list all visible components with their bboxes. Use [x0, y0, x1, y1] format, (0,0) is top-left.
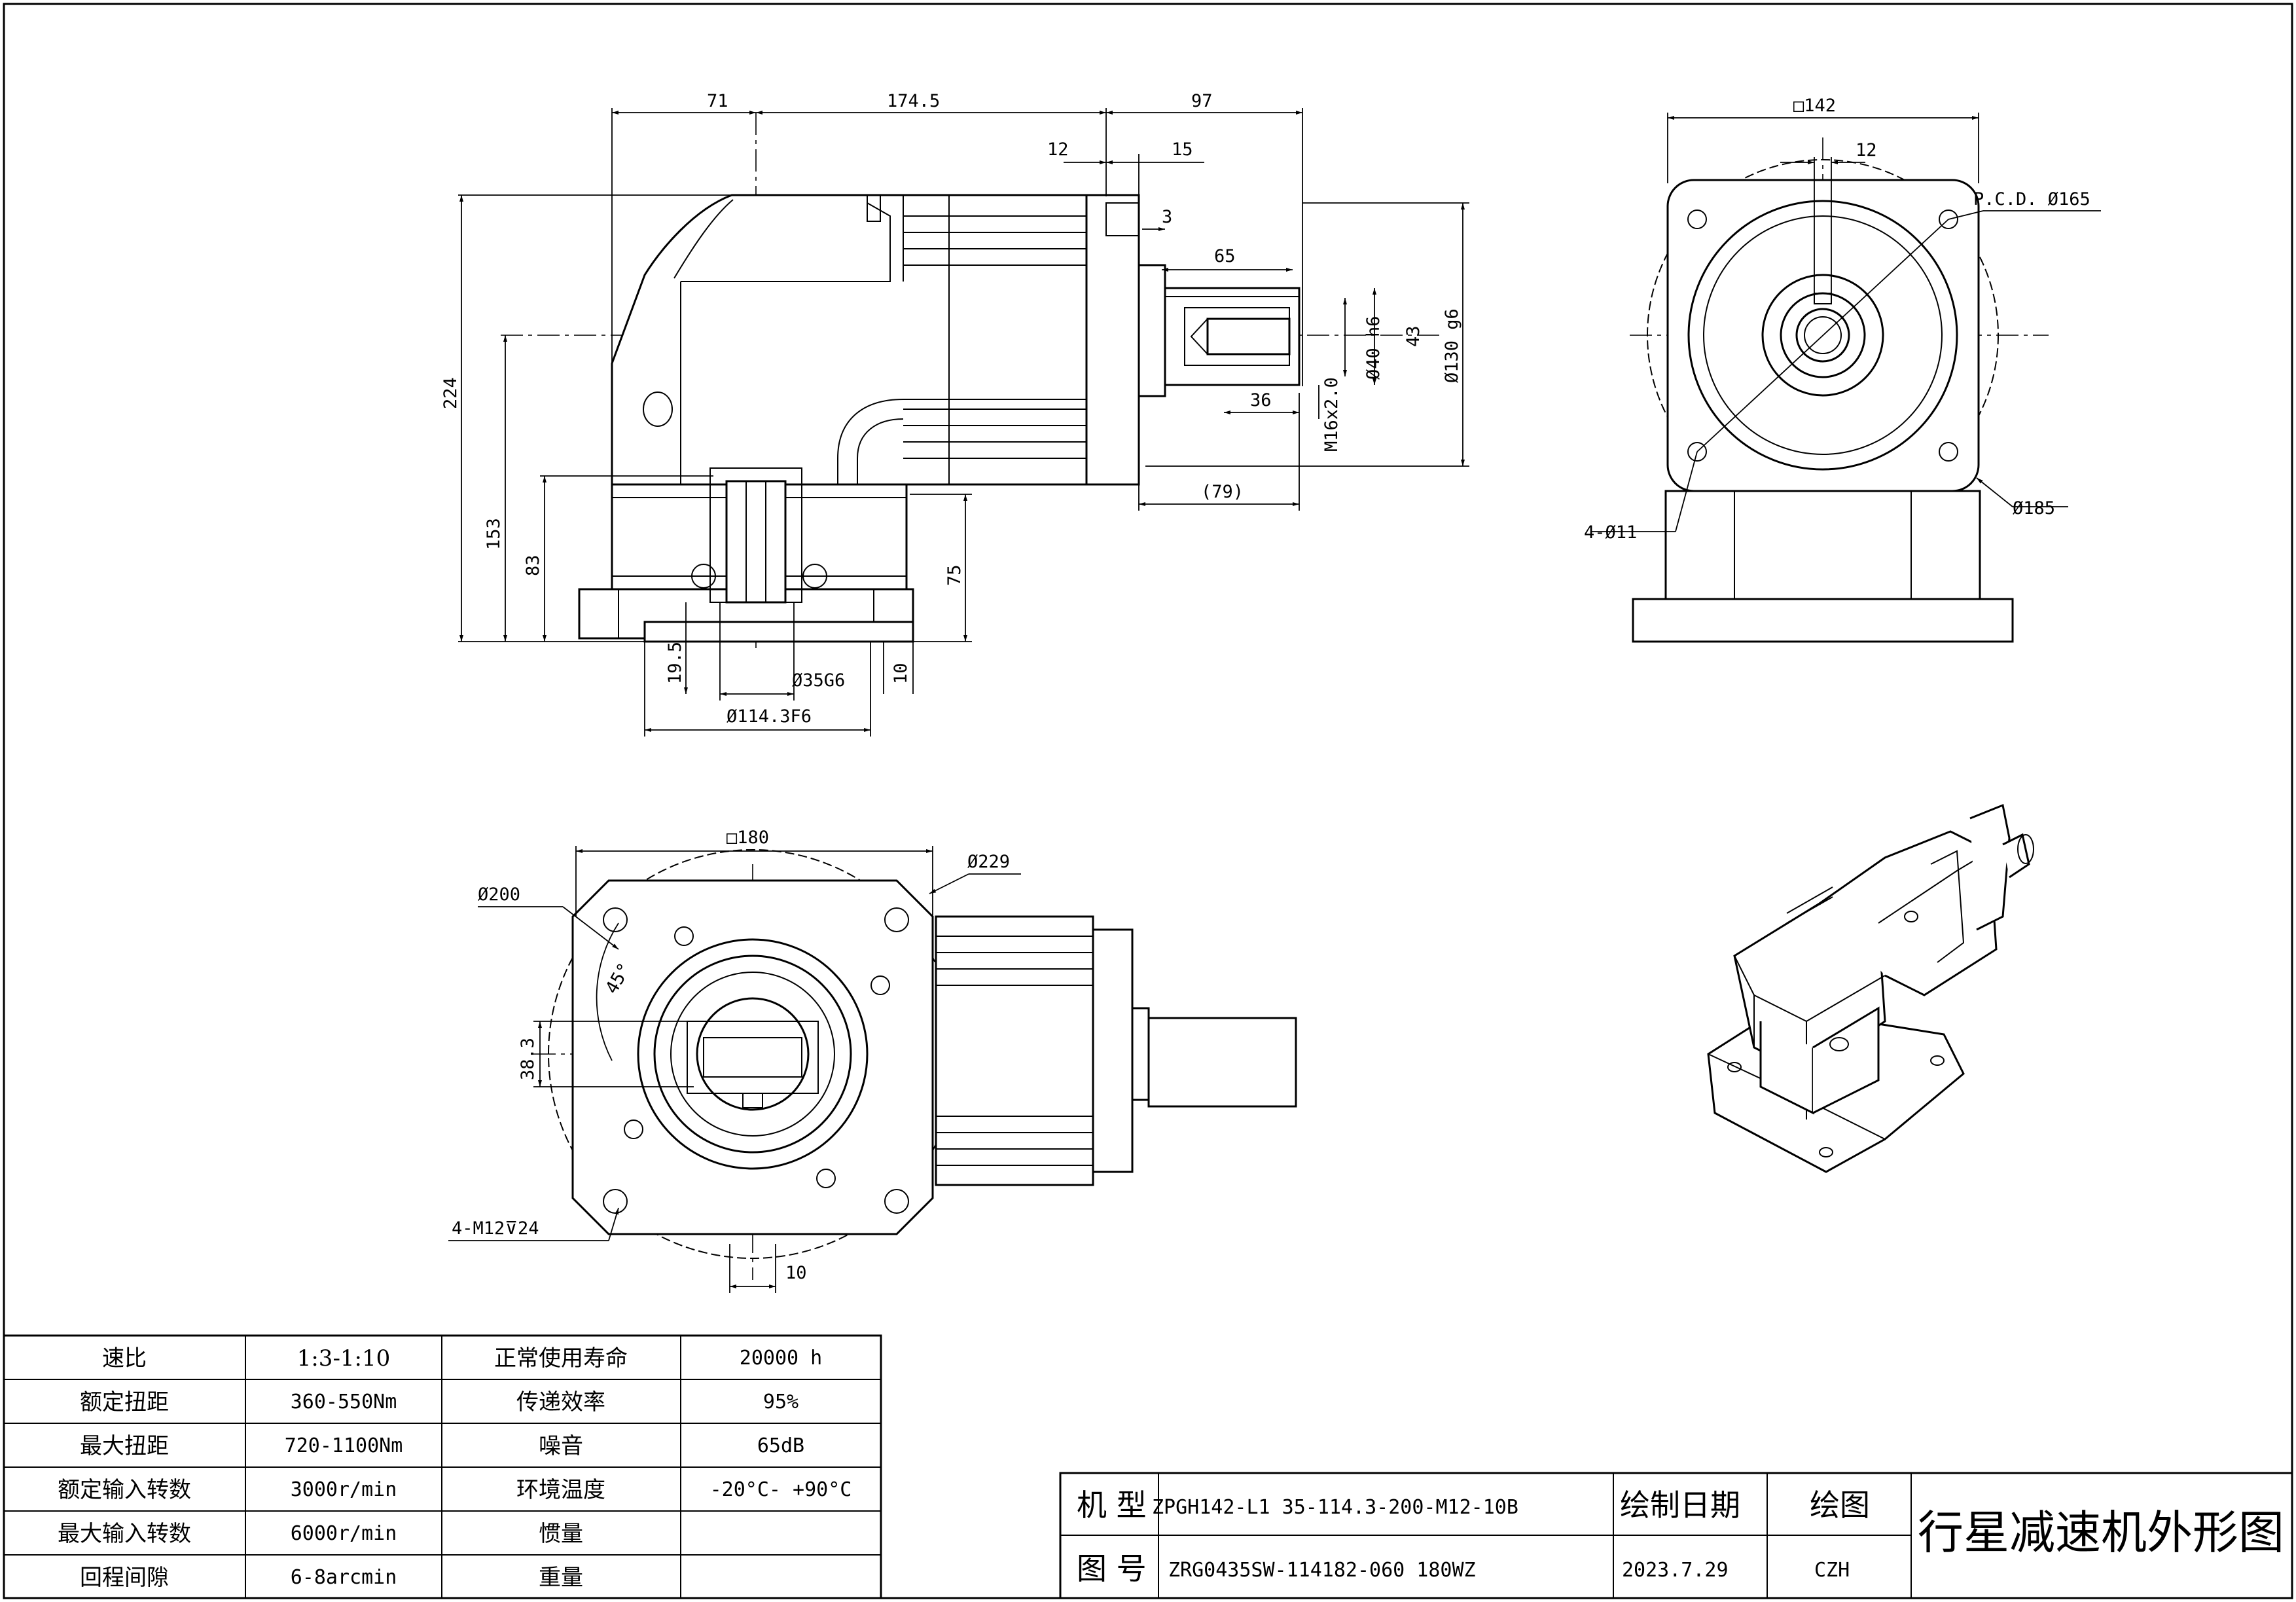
spec-value: 65dB	[757, 1434, 804, 1457]
dim-65: 65	[1214, 246, 1236, 266]
dim-end-12: 12	[1856, 140, 1877, 160]
spec-label: 最大扭距	[80, 1433, 169, 1459]
dim-38-3: 38.3	[518, 1038, 538, 1080]
drawing-no-label: 图 号	[1077, 1551, 1147, 1586]
spec-value: 720-1100Nm	[285, 1434, 403, 1457]
date-value: 2023.7.29	[1622, 1559, 1729, 1582]
dim-71: 71	[707, 91, 728, 111]
dim-sq180: □180	[726, 828, 769, 848]
dim-sq142: □142	[1793, 96, 1836, 116]
dim-43: 43	[1403, 325, 1424, 347]
iso-view	[1707, 803, 2034, 1173]
model-value: ZPGH142-L1 35-114.3-200-M12-10B	[1152, 1496, 1518, 1519]
dim-79: (79)	[1201, 482, 1244, 502]
drawing-title: 行星减速机外形图	[1918, 1506, 2284, 1559]
spec-label: 额定输入转数	[58, 1477, 191, 1503]
dim-10: 10	[891, 663, 911, 684]
dim-174-5: 174.5	[887, 91, 940, 111]
dim-229: Ø229	[967, 852, 1010, 872]
dim-114-3f6: Ø114.3F6	[726, 706, 812, 727]
spec-label: 重量	[539, 1565, 583, 1591]
spec-label: 环境温度	[516, 1477, 605, 1503]
drafter: CZH	[1814, 1559, 1850, 1582]
spec-value: 95%	[763, 1391, 798, 1413]
spec-label: 额定扭距	[80, 1389, 169, 1415]
spec-value: 20000 h	[740, 1347, 822, 1370]
spec-table: 速比 1:3-1:10 正常使用寿命 20000 h 额定扭距 360-550N…	[3, 1334, 882, 1599]
spec-value: -20°C- +90°C	[710, 1478, 852, 1501]
date-label: 绘制日期	[1620, 1487, 1740, 1523]
spec-value: 360-550Nm	[291, 1391, 397, 1413]
spec-label: 正常使用寿命	[494, 1345, 628, 1372]
spec-row: 最大输入转数 6000r/min 惯量	[58, 1521, 583, 1547]
spec-row: 额定扭距 360-550Nm 传递效率 95%	[80, 1389, 798, 1415]
spec-label: 回程间隙	[80, 1565, 169, 1591]
title-block: 机 型 ZPGH142-L1 35-114.3-200-M12-10B 绘制日期…	[1059, 1472, 2293, 1599]
dim-224: 224	[440, 377, 461, 409]
model-label: 机 型	[1077, 1487, 1147, 1523]
dim-m12: 4-M12⊽24	[452, 1218, 539, 1239]
dim-75: 75	[944, 564, 965, 586]
dim-holes: 4-Ø11	[1584, 522, 1637, 543]
side-view: 71 174.5 97 12 15 3 65 36 (79) Ø40 h6 43…	[440, 91, 1469, 737]
draw-label: 绘图	[1810, 1487, 1870, 1523]
dim-200: Ø200	[478, 884, 520, 905]
spec-value: 3000r/min	[291, 1478, 397, 1501]
plan-view: □180 Ø229 Ø200 45° 38.3 4-M12⊽24 10	[448, 828, 1297, 1293]
dim-15: 15	[1172, 139, 1193, 160]
spec-row: 回程间隙 6-8arcmin 重量	[80, 1565, 583, 1591]
dim-pcd: P.C.D. Ø165	[1973, 189, 2090, 209]
dim-83: 83	[523, 555, 543, 576]
spec-row: 速比 1:3-1:10 正常使用寿命 20000 h	[102, 1345, 822, 1372]
spec-label: 速比	[102, 1345, 147, 1372]
housing-outline	[611, 194, 1088, 486]
spec-row: 额定输入转数 3000r/min 环境温度 -20°C- +90°C	[58, 1477, 852, 1503]
dim-19-5: 19.5	[665, 642, 685, 684]
spec-label: 最大输入转数	[58, 1521, 191, 1547]
dim-97: 97	[1191, 91, 1213, 111]
dim-plan-10: 10	[785, 1263, 807, 1283]
spec-value: 6-8arcmin	[291, 1566, 397, 1589]
dim-153: 153	[484, 518, 504, 550]
dim-12: 12	[1047, 139, 1069, 160]
dim-40h6: Ø40 h6	[1363, 316, 1384, 380]
dim-185: Ø185	[2013, 498, 2055, 519]
dim-130g6: Ø130 g6	[1442, 308, 1462, 383]
dim-3: 3	[1162, 207, 1172, 227]
dim-35g6: Ø35G6	[792, 670, 845, 691]
spec-row: 最大扭距 720-1100Nm 噪音 65dB	[80, 1433, 804, 1459]
dim-36: 36	[1250, 390, 1272, 410]
dim-m16: M16x2.0	[1321, 377, 1342, 452]
spec-value: 1:3-1:10	[297, 1345, 391, 1372]
spec-label: 惯量	[539, 1521, 583, 1547]
drawing-no-value: ZRG0435SW-114182-060 180WZ	[1168, 1559, 1476, 1582]
spec-value: 6000r/min	[291, 1522, 397, 1545]
end-view: □142 12 P.C.D. Ø165 Ø185 4-Ø11	[1584, 96, 2101, 643]
spec-label: 噪音	[539, 1433, 583, 1459]
spec-label: 传递效率	[516, 1389, 605, 1415]
